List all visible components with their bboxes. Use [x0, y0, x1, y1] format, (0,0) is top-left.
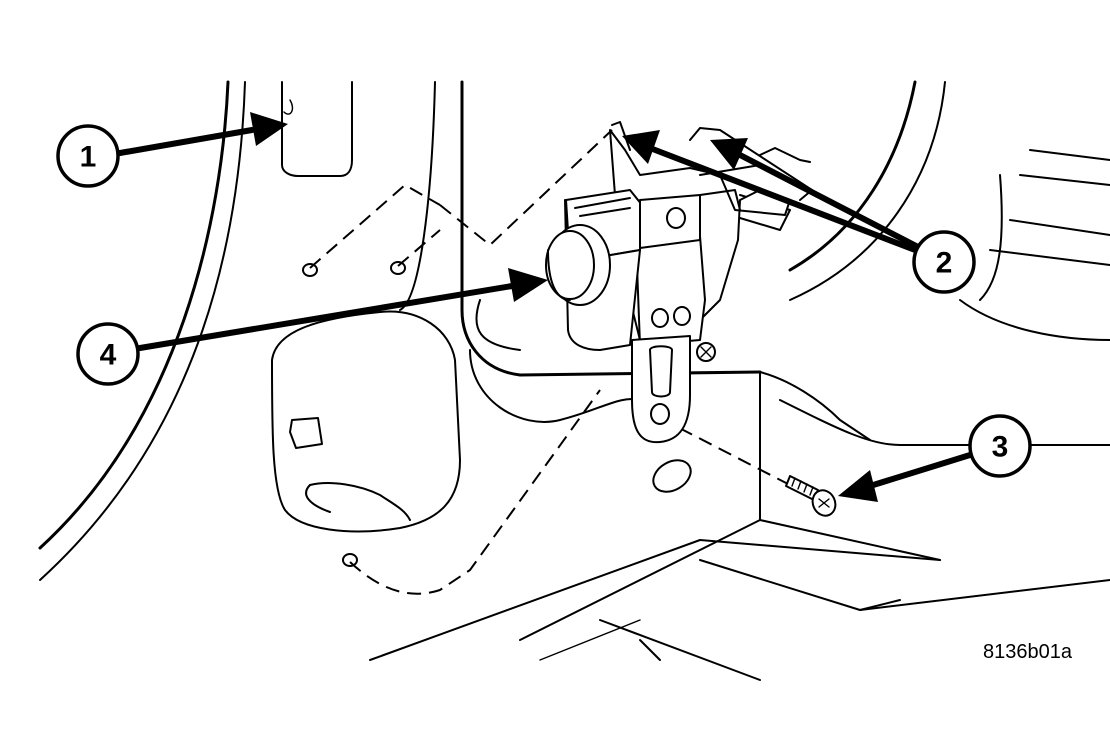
- callout-2-label: 2: [936, 247, 953, 280]
- mounting-screw: [785, 475, 837, 517]
- leader-arrow-2a: [647, 145, 918, 253]
- callout-1: 1: [56, 124, 120, 188]
- leader-arrow-2b: [737, 152, 923, 251]
- arrowhead-1: [250, 112, 288, 146]
- callout-3-label: 3: [992, 431, 1009, 464]
- callout-4-label: 4: [100, 339, 117, 372]
- callout-1-label: 1: [80, 141, 97, 174]
- arrowhead-4: [508, 268, 548, 302]
- leader-arrow-3: [867, 452, 973, 489]
- leader-arrow-1: [117, 127, 255, 156]
- leader-arrows: [117, 112, 973, 502]
- callout-2: 2: [912, 230, 976, 294]
- sensor-module-assembly: [545, 121, 813, 444]
- arrowhead-3: [838, 470, 878, 502]
- arrowhead-2b: [710, 138, 748, 170]
- arrowhead-2a: [622, 130, 660, 164]
- callout-3: 3: [968, 414, 1032, 478]
- leader-arrow-4: [137, 283, 515, 351]
- callout-4: 4: [76, 322, 140, 386]
- vehicle-body-panel: [38, 80, 1110, 681]
- figure-reference-code: 8136b01a: [983, 641, 1073, 663]
